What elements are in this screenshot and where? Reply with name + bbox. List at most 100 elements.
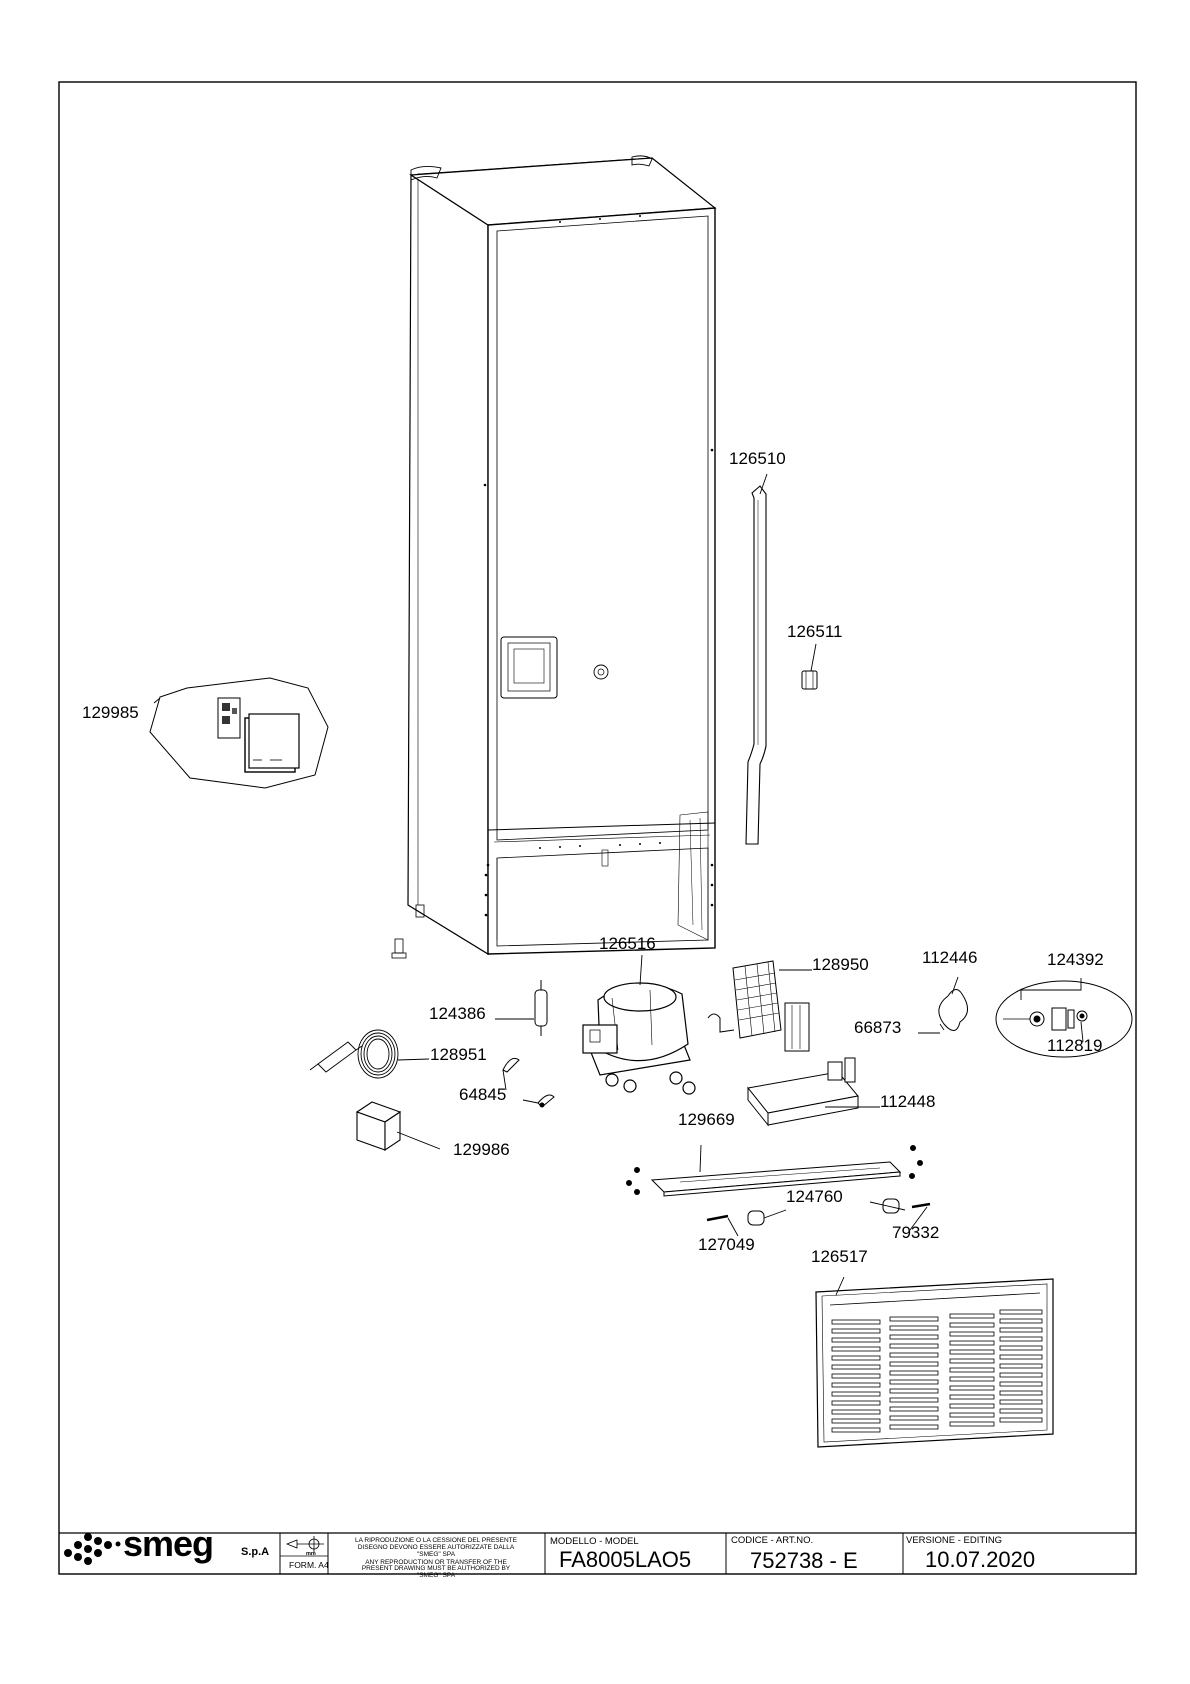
drawing-frame — [58, 81, 1137, 1575]
vent-slot — [831, 1346, 881, 1352]
vent-slot — [889, 1388, 939, 1394]
notice-it-line-3: "SMEG" SPA — [417, 1551, 456, 1558]
vent-slot — [889, 1316, 939, 1322]
condenser-bracket — [784, 1002, 810, 1052]
vent-slot — [999, 1408, 1043, 1414]
model-value: FA8005LAO5 — [559, 1547, 691, 1572]
vent-slot — [949, 1340, 995, 1346]
vent-slot — [949, 1322, 995, 1328]
notice-en-line-2: PRESENT DRAWING MUST BE AUTHORIZED BY — [362, 1565, 511, 1572]
vent-slot — [949, 1376, 995, 1382]
base-tray — [626, 1145, 923, 1197]
vent-slot — [831, 1409, 881, 1415]
part-label-126511: 126511 — [787, 622, 842, 641]
vent-slot — [999, 1372, 1043, 1378]
vent-slot — [831, 1355, 881, 1361]
reproduction-notice: LA RIPRODUZIONE O LA CESSIONE DEL PRESEN… — [355, 1537, 518, 1579]
vent-slot — [889, 1406, 939, 1412]
vent-slot — [831, 1382, 881, 1388]
vent-slot — [999, 1345, 1043, 1351]
vent-slot — [949, 1412, 995, 1418]
vent-slot — [999, 1309, 1043, 1315]
control-board-callout — [149, 677, 329, 789]
part-label-112819: 112819 — [1047, 1036, 1102, 1055]
part-label-124760: 124760 — [786, 1187, 843, 1206]
part-label-129669: 129669 — [678, 1110, 735, 1129]
fan-bracket — [747, 1057, 859, 1127]
smeg-wordmark: smeg — [123, 1523, 213, 1564]
vent-slot — [999, 1417, 1043, 1423]
vent-slot — [999, 1399, 1043, 1405]
vent-slot — [889, 1370, 939, 1376]
vent-slot — [949, 1403, 995, 1409]
vent-slot — [949, 1349, 995, 1355]
vent-slot — [999, 1327, 1043, 1333]
part-label-124392: 124392 — [1047, 950, 1104, 969]
vent-slot — [949, 1385, 995, 1391]
part-label-112448: 112448 — [880, 1092, 935, 1111]
vent-slot — [889, 1334, 939, 1340]
vent-slot — [889, 1343, 939, 1349]
vent-slot — [831, 1364, 881, 1370]
vent-slot — [999, 1336, 1043, 1342]
vent-slot — [831, 1418, 881, 1424]
part-label-124386: 124386 — [429, 1004, 486, 1023]
notice-en-line-3: "SMEG" SPA — [417, 1572, 456, 1579]
version-value: 10.07.2020 — [925, 1547, 1035, 1572]
condenser — [707, 960, 782, 1039]
vent-slot — [831, 1373, 881, 1379]
rear-cover-panel — [815, 1278, 1054, 1448]
vent-slot — [949, 1313, 995, 1319]
door-handle-strip — [745, 485, 767, 845]
vent-slot — [889, 1415, 939, 1421]
part-label-64845: 64845 — [459, 1085, 506, 1104]
vent-slot — [999, 1354, 1043, 1360]
part-label-79332: 79332 — [892, 1223, 939, 1242]
refrigerator-cabinet — [391, 155, 717, 959]
vent-slot — [999, 1390, 1043, 1396]
smeg-logo-dots — [64, 1533, 121, 1565]
notice-it-line-2: DISEGNO DEVONO ESSERE AUTORIZZATE DALLA — [358, 1544, 515, 1551]
notice-en-line-1: ANY REPRODUCTION OR TRANSFER OF THE — [365, 1559, 507, 1566]
vent-slot — [949, 1394, 995, 1400]
part-label-126517: 126517 — [811, 1247, 868, 1266]
code-header: CODICE - ART.NO. — [731, 1535, 813, 1546]
vent-slot — [889, 1325, 939, 1331]
version-header: VERSIONE - EDITING — [906, 1535, 1002, 1546]
vent-slot — [831, 1328, 881, 1334]
filter-drier — [534, 980, 548, 1036]
part-label-66873: 66873 — [854, 1018, 901, 1037]
vent-slot — [949, 1358, 995, 1364]
vent-slot — [889, 1361, 939, 1367]
capillary-tube-coil — [309, 1029, 399, 1079]
notice-it-line-1: LA RIPRODUZIONE O LA CESSIONE DEL PRESEN… — [355, 1537, 518, 1544]
vent-slot — [949, 1421, 995, 1427]
title-block — [59, 1532, 1136, 1574]
relay-box — [355, 1101, 402, 1152]
vent-slot — [999, 1381, 1043, 1387]
fan-blade — [938, 989, 968, 1031]
part-label-126516: 126516 — [599, 934, 656, 953]
vent-slot — [999, 1363, 1043, 1369]
mounting-clips — [502, 1057, 555, 1108]
model-header: MODELLO - MODEL — [550, 1536, 639, 1547]
feet-and-spacers — [706, 1198, 931, 1226]
vent-slots — [831, 1309, 1043, 1433]
part-label-127049: 127049 — [698, 1235, 755, 1254]
vent-slot — [831, 1391, 881, 1397]
part-label-128951: 128951 — [430, 1045, 487, 1064]
code-value: 752738 - E — [750, 1548, 858, 1573]
vent-slot — [889, 1397, 939, 1403]
leader-lines — [153, 473, 1084, 1296]
part-label-126510: 126510 — [729, 449, 786, 468]
vent-slot — [949, 1367, 995, 1373]
vent-slot — [831, 1400, 881, 1406]
unit-label: mm — [306, 1551, 316, 1557]
fan-motor-callout — [995, 980, 1133, 1058]
form-label: FORM. A4 — [289, 1560, 329, 1570]
vent-slot — [999, 1318, 1043, 1324]
vent-slot — [831, 1319, 881, 1325]
part-label-129986: 129986 — [453, 1140, 510, 1159]
part-label-128950: 128950 — [812, 955, 869, 974]
